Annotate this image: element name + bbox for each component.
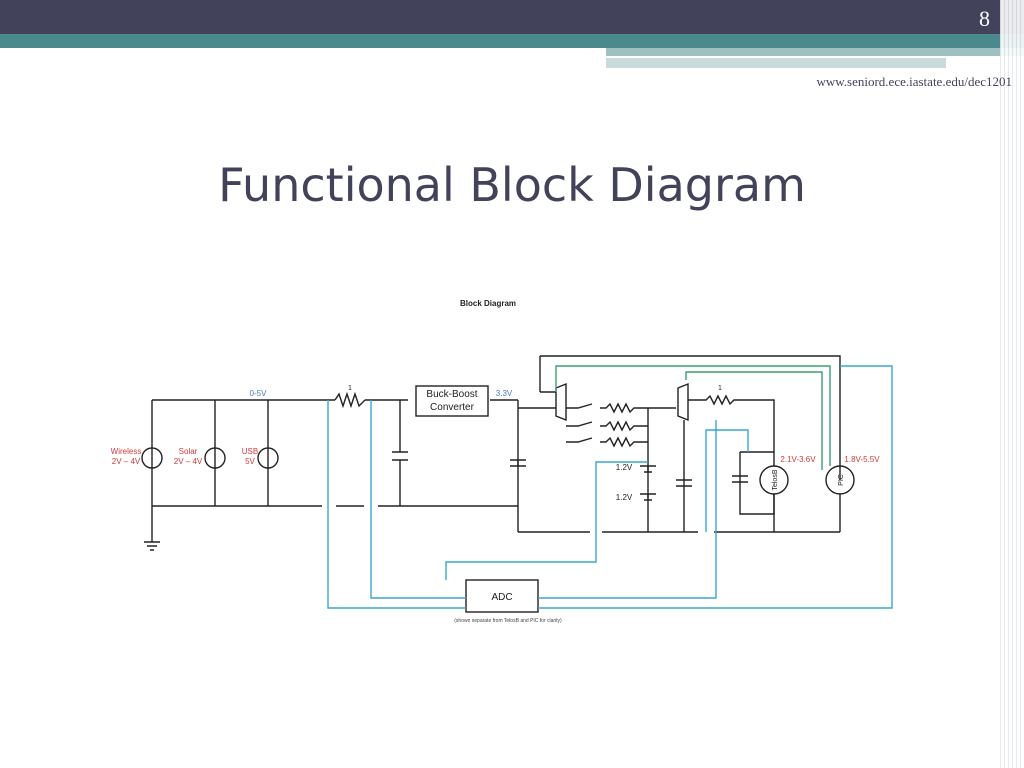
battery-2-label: 1.2V <box>616 493 633 502</box>
adc-label: ADC <box>491 592 512 603</box>
telosb-label: TelosB <box>772 469 779 490</box>
side-stripes <box>1000 0 1024 768</box>
usb-label: USB <box>242 447 258 456</box>
wireless-label: Wireless <box>111 447 142 456</box>
solar-label: Solar <box>179 447 198 456</box>
wireless-voltage: 2V – 4V <box>112 457 141 466</box>
resistor-2-label: 1 <box>718 385 722 392</box>
page-number: 8 <box>979 6 990 31</box>
solar-voltage: 2V – 4V <box>174 457 203 466</box>
adc-note: (shown separate from TelosB and PIC for … <box>454 618 562 624</box>
rail-0-5v-label: 0-5V <box>250 389 268 398</box>
accent-band <box>0 34 1024 48</box>
slide-title: Functional Block Diagram <box>218 158 806 212</box>
telosb-range-label: 2.1V-3.6V <box>780 455 816 464</box>
pic-range-label: 1.8V-5.5V <box>844 455 880 464</box>
header-band <box>0 0 1024 34</box>
block-diagram: Block Diagram Wireless 2V – 4V Solar 2V … <box>111 299 893 624</box>
diagram-caption: Block Diagram <box>460 299 516 308</box>
buck-boost-label-2: Converter <box>430 402 475 413</box>
battery-1-label: 1.2V <box>616 463 633 472</box>
accent-band-tertiary <box>606 58 946 68</box>
pic-label: PIC <box>838 474 845 486</box>
usb-voltage: 5V <box>245 457 255 466</box>
buck-boost-label-1: Buck-Boost <box>426 389 477 400</box>
resistor-1-label: 1 <box>348 385 352 392</box>
accent-band-secondary <box>606 48 1024 56</box>
source-url: www.seniord.ece.iastate.edu/dec1201 <box>816 74 1012 89</box>
rail-3-3v-label: 3.3V <box>496 389 513 398</box>
